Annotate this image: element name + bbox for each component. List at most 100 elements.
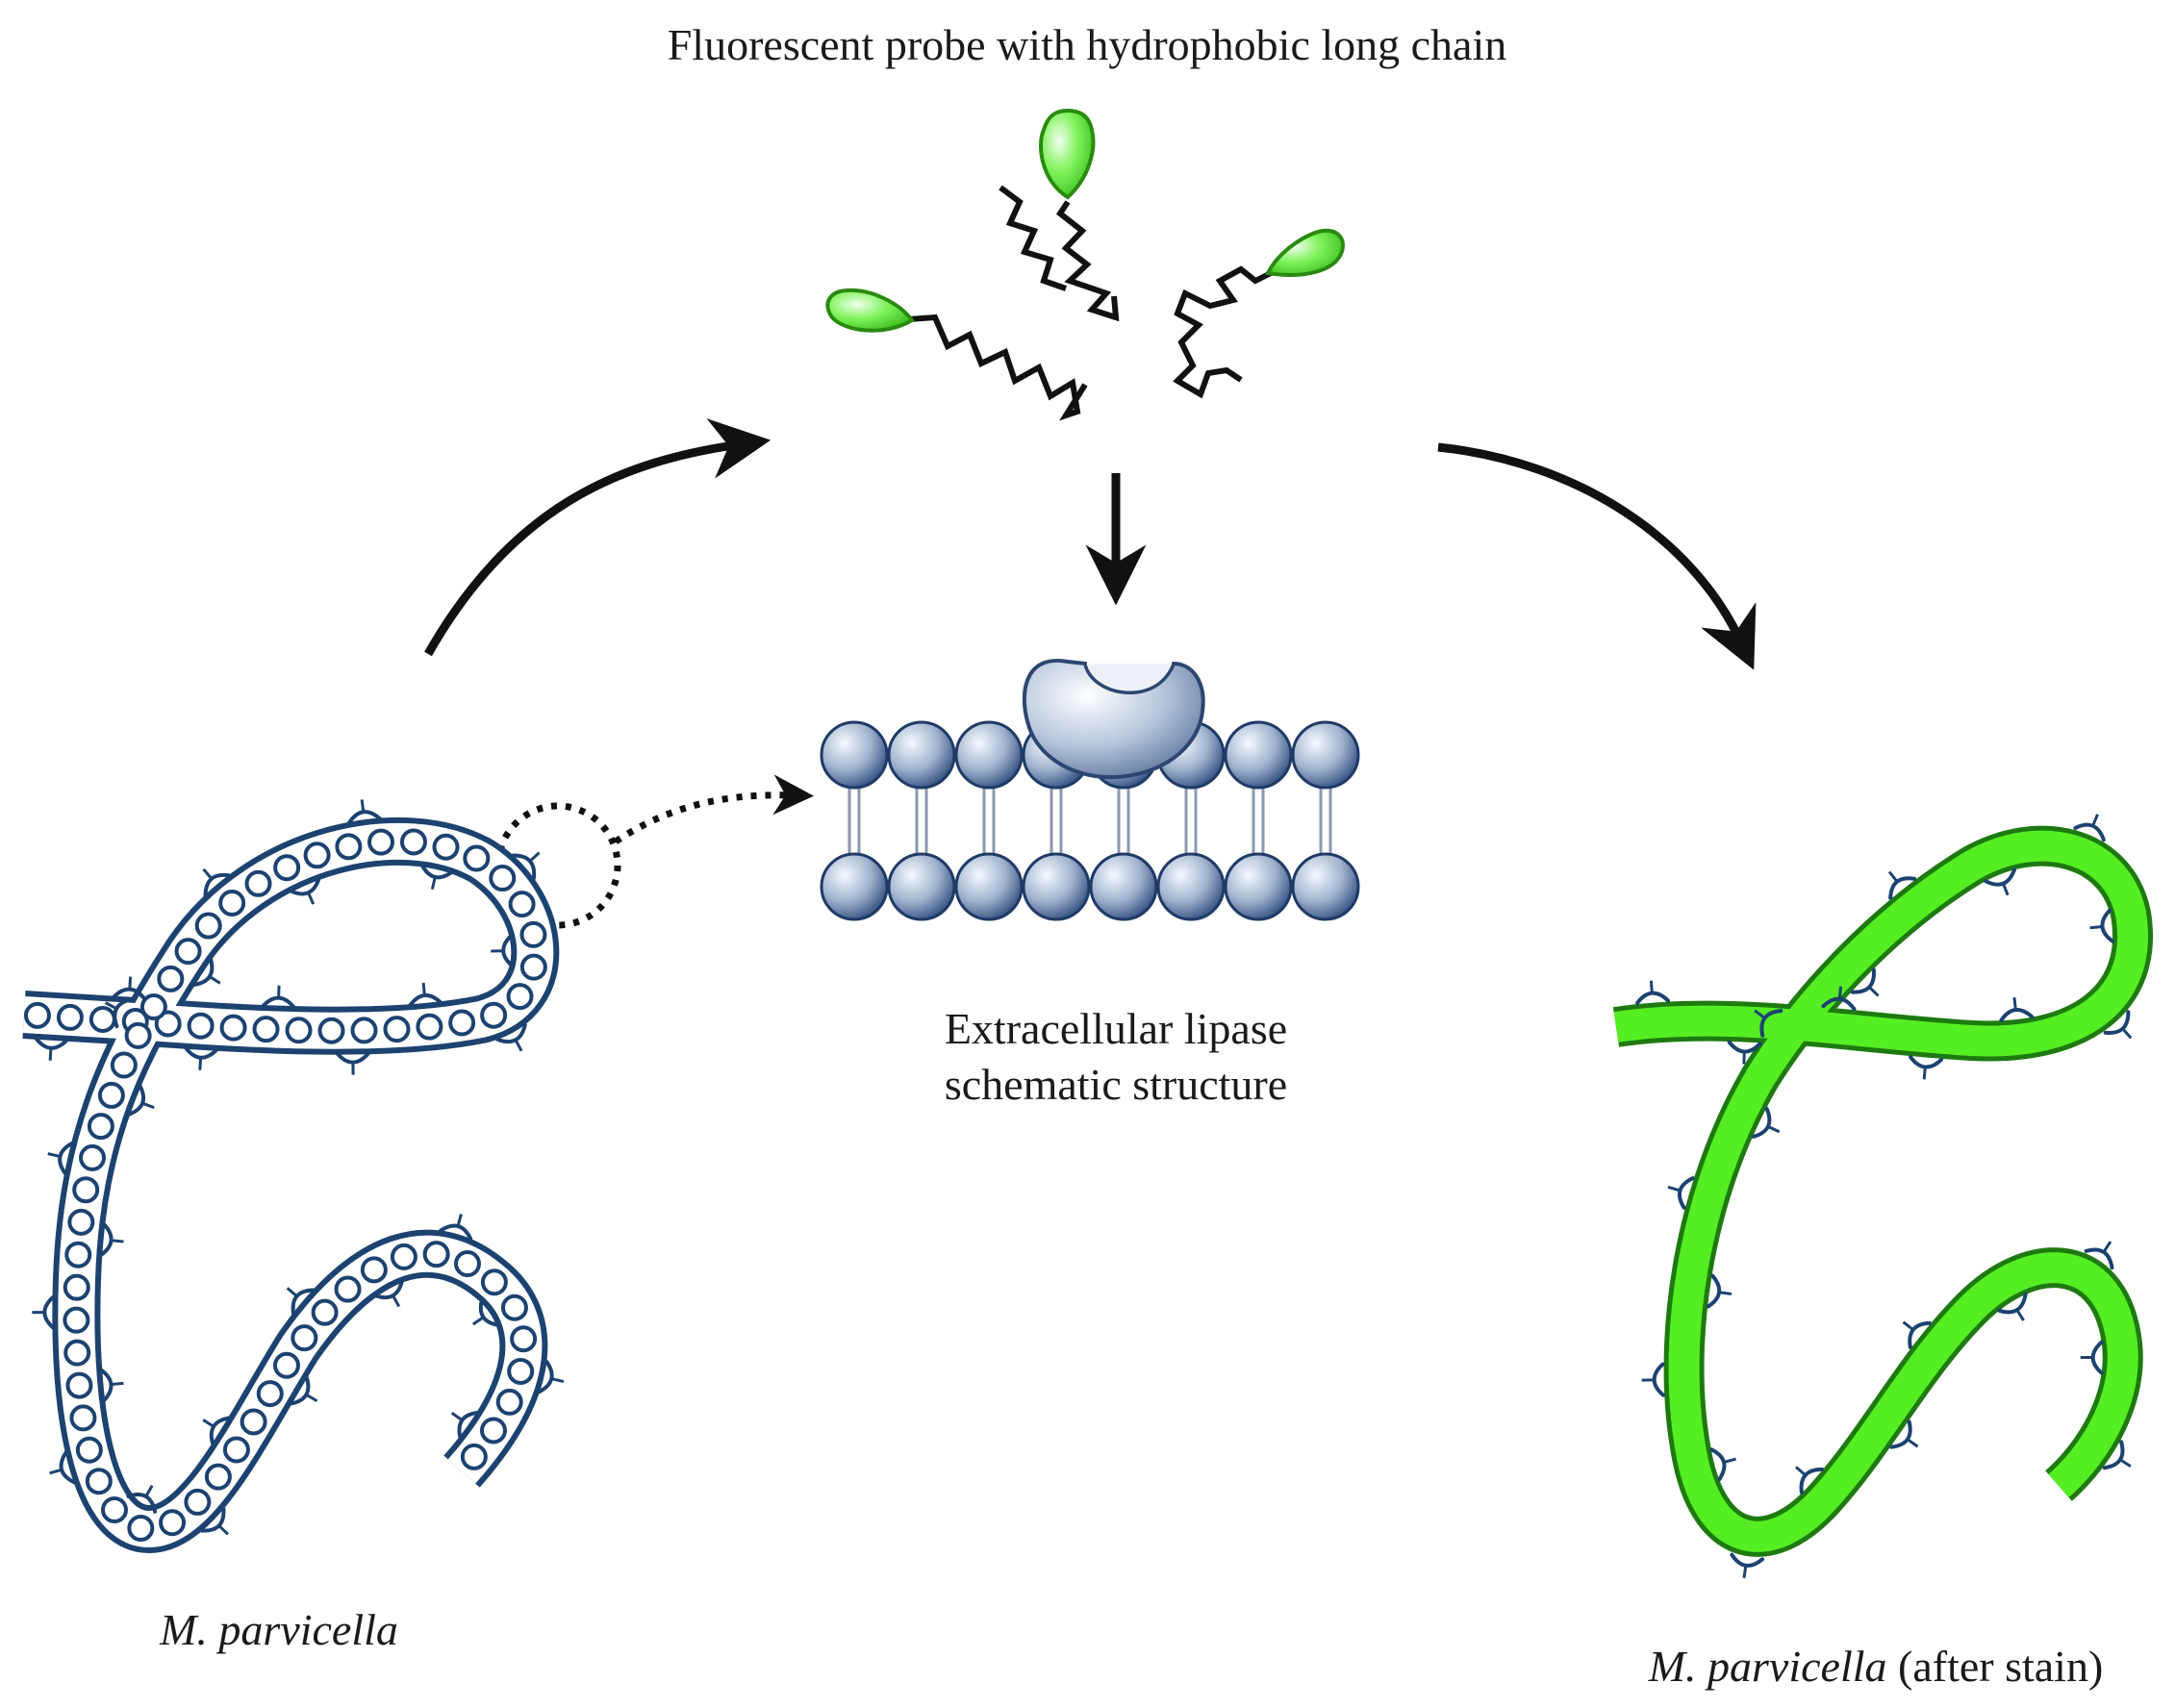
receptor-arc (1709, 1447, 1727, 1482)
receptor-arc (1984, 867, 2016, 887)
lipid-head-icon (887, 852, 956, 921)
receptor-arc (1821, 996, 1857, 1012)
receptor-arc (478, 1297, 501, 1327)
receptor-stem (2016, 1310, 2025, 1321)
receptor-icon (1909, 1055, 1944, 1080)
lipid-head-icon (1089, 852, 1158, 921)
receptor-icon (471, 1297, 501, 1327)
dotted-zoom-arrow (614, 774, 814, 844)
filament-cell (63, 1306, 90, 1334)
receptor-stem (2122, 1028, 2133, 1040)
receptor-arc (1652, 1362, 1666, 1397)
filament-cell (79, 1143, 107, 1171)
probe-3 (1173, 228, 1345, 399)
filament-cell (383, 1016, 411, 1043)
arrow-up-left (424, 418, 771, 657)
receptor-icon (1641, 1362, 1666, 1397)
receptor-arc (347, 810, 382, 825)
receptor-stem (218, 1524, 230, 1536)
filament-cell (272, 1351, 300, 1379)
filament-cell (399, 828, 427, 856)
receptor-arc (373, 1278, 404, 1300)
filament-cell (174, 938, 202, 966)
filament-cell (507, 1357, 535, 1385)
filament-cell (110, 1051, 138, 1079)
lipid-head-icon (1224, 720, 1293, 790)
receptor-stem (421, 982, 426, 995)
receptor-icon (495, 1022, 527, 1052)
receptor-icon (335, 1051, 370, 1075)
fluorescent-probes (825, 108, 1345, 421)
receptor-icon (1635, 980, 1671, 1005)
filament-cell (480, 1268, 508, 1296)
receptor-stem (112, 1239, 124, 1243)
receptor-arc (501, 933, 515, 968)
receptor-icon (2102, 1440, 2132, 1470)
receptor-icon (261, 985, 296, 1010)
filament-cell (252, 1016, 280, 1043)
filament-cell (311, 1298, 339, 1326)
receptor-arc (2102, 1440, 2125, 1470)
receptor-icon (1795, 1466, 1825, 1494)
filament-cell (453, 1250, 481, 1278)
filament-cell (184, 1488, 212, 1516)
receptor-arc (457, 1410, 480, 1440)
receptor-stem (307, 892, 316, 905)
filament-cell (460, 1443, 488, 1470)
receptor-arc (1850, 967, 1876, 994)
filament-cell (508, 891, 536, 918)
filament-cells (23, 828, 547, 1543)
filament-unstained (22, 799, 565, 1553)
filament-cell (479, 1417, 507, 1444)
filament-cell (63, 1339, 91, 1367)
receptor-icon (1727, 1040, 1762, 1065)
receptor-icon (2089, 908, 2115, 943)
receptor-stem (1724, 1457, 1736, 1464)
receptor-arc (261, 995, 296, 1010)
receptor-stem (360, 799, 366, 812)
receptor-icon (99, 1222, 124, 1257)
filament-cell (367, 828, 395, 856)
receptor-icon (439, 1214, 473, 1241)
lipid-head-icon (820, 720, 889, 790)
receptor-arc (1997, 1292, 2028, 1315)
filament-cell (218, 889, 246, 917)
filament-cell (256, 1380, 284, 1408)
receptor-arc (99, 1368, 114, 1403)
receptor-icon (112, 976, 147, 1001)
receptor-stem (48, 1048, 53, 1061)
receptor-stem (1649, 980, 1654, 992)
receptor-icon (491, 933, 515, 968)
receptor-stem (1922, 1068, 1927, 1080)
receptor-icon (200, 1506, 230, 1536)
receptor-stem (1868, 986, 1880, 997)
lipase-label-line2: schematic structure (945, 1060, 1287, 1109)
filament-cell (124, 1021, 152, 1049)
filament-cell (350, 1017, 378, 1044)
receptor-stem (1907, 1439, 1919, 1448)
filament-stained (1612, 814, 2153, 1578)
probe-chain-3 (1173, 265, 1277, 399)
filament-cell (416, 1013, 443, 1041)
receptor-stem (430, 877, 437, 890)
receptor-icon (184, 1045, 219, 1070)
receptor-stem (1795, 1466, 1806, 1476)
receptor-icon (49, 1450, 77, 1485)
receptor-icon (1887, 870, 1917, 900)
receptor-arc (126, 1492, 158, 1514)
receptor-stem (202, 1419, 215, 1428)
receptor-icon (537, 1359, 565, 1394)
lipid-head-icon (1022, 852, 1091, 921)
receptor-stem (306, 1394, 318, 1403)
receptor-stem (1837, 986, 1843, 998)
filament-cell (222, 1436, 250, 1464)
lipase-label-line1: Extracellular lipase (945, 1004, 1287, 1053)
receptor-arc (439, 1223, 473, 1241)
receptor-stem (529, 851, 541, 862)
receptor-stem (1719, 1291, 1732, 1295)
receptor-icon (2084, 1241, 2114, 1270)
receptor-icon (1850, 967, 1880, 997)
receptor-stem (1768, 1125, 1781, 1134)
receptor-stem (49, 1469, 62, 1475)
